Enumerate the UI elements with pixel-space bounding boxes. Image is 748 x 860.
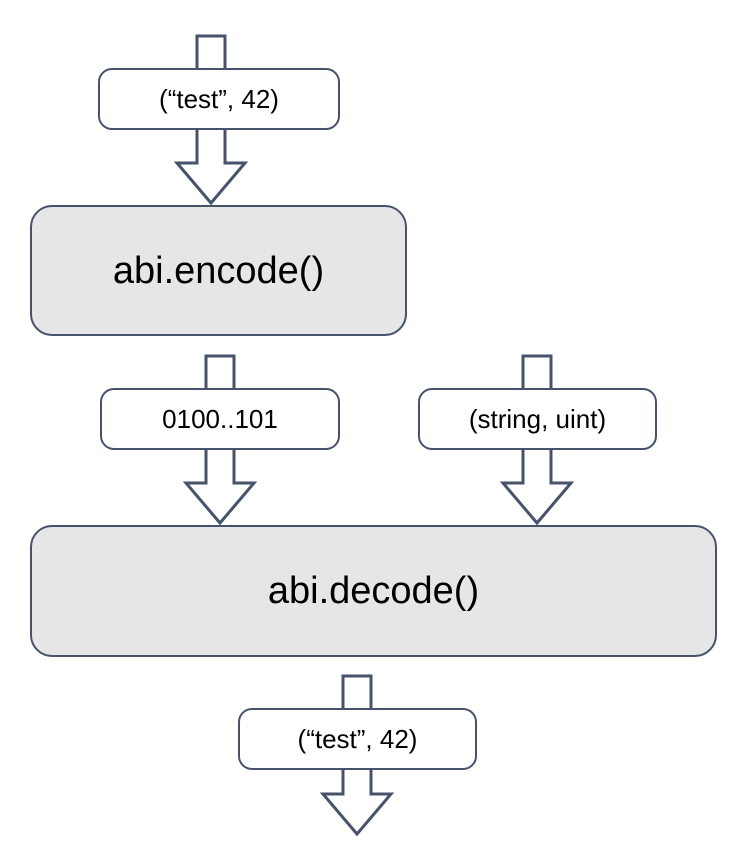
arrow-output-exit [319, 768, 395, 837]
arrow-bytes-to-decode [182, 448, 258, 526]
node-abi-decode: abi.decode() [30, 525, 717, 657]
stub-into-input-tuple [195, 34, 227, 70]
node-label-abi-decode: abi.decode() [267, 570, 480, 612]
node-label-abi-encode: abi.encode() [112, 249, 325, 292]
node-label-encoded-bytes: 0100..101 [162, 404, 278, 434]
node-label-type-tuple: (string, uint) [468, 404, 607, 434]
arrow-types-to-decode [499, 448, 575, 526]
node-label-output-tuple: (“test”, 42) [297, 724, 418, 754]
arrow-input-to-encode [173, 128, 249, 206]
stub-into-output-tuple [341, 674, 373, 710]
node-input-tuple: (“test”, 42) [98, 68, 340, 130]
node-encoded-bytes: 0100..101 [100, 388, 340, 450]
node-abi-encode: abi.encode() [30, 205, 407, 336]
node-label-input-tuple: (“test”, 42) [159, 84, 279, 114]
node-output-tuple: (“test”, 42) [238, 708, 477, 770]
stub-into-type-tuple [521, 354, 553, 390]
stub-into-encoded-bytes [204, 354, 236, 390]
node-type-tuple: (string, uint) [418, 388, 657, 450]
